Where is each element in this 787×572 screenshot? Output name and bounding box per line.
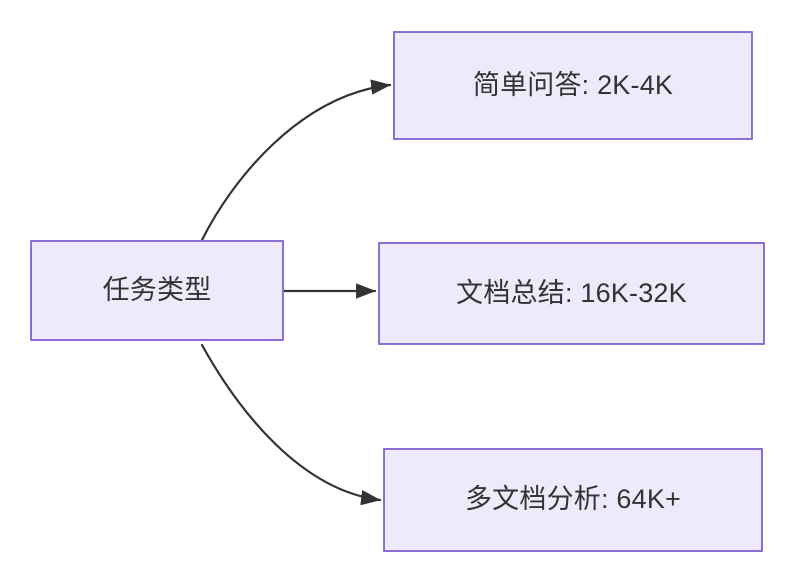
node-multi-doc[interactable]: 多文档分析: 64K+ [383,448,763,552]
node-simple-qa[interactable]: 简单问答: 2K-4K [393,31,753,140]
edge-root-to-simple-qa [200,79,392,242]
node-doc-summary-label: 文档总结: 16K-32K [456,277,687,308]
node-doc-summary[interactable]: 文档总结: 16K-32K [378,242,765,345]
node-simple-qa-label: 简单问答: 2K-4K [472,69,674,100]
node-task-type-label: 任务类型 [102,274,212,305]
node-task-type[interactable]: 任务类型 [30,240,284,341]
edge-root-to-multi-doc [200,343,382,506]
node-multi-doc-label: 多文档分析: 64K+ [464,484,681,515]
